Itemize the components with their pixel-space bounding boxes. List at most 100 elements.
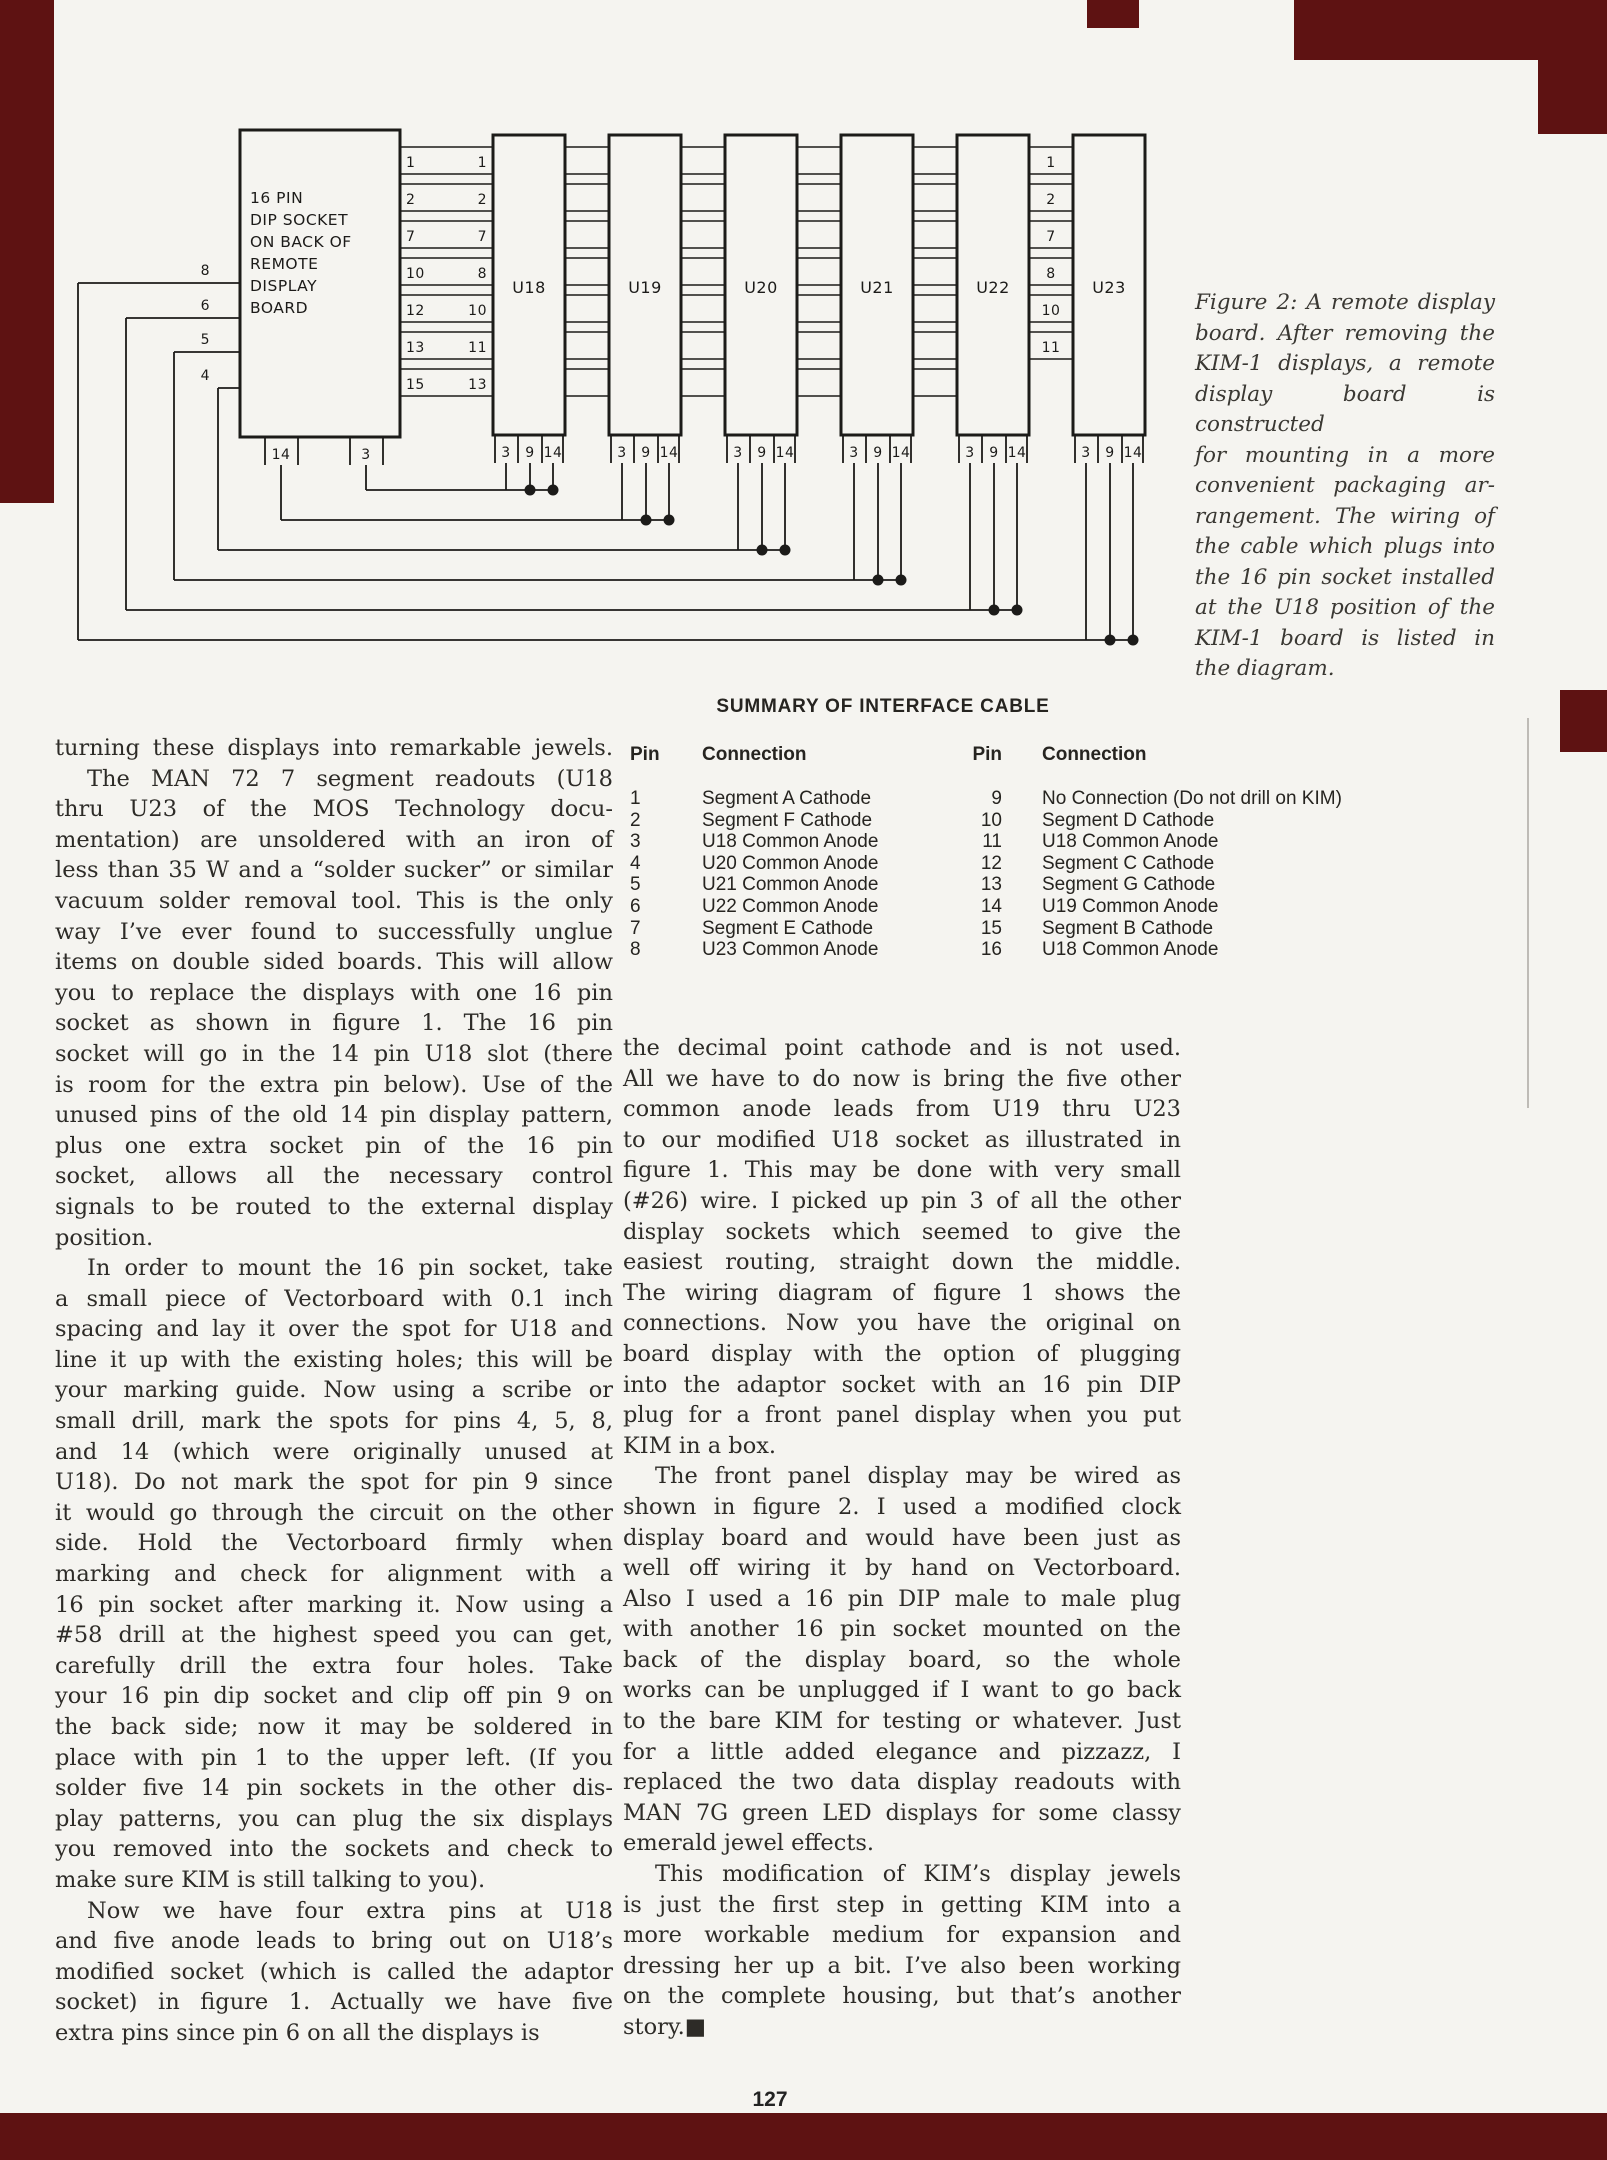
text-line: items on double sided boards. This will …	[55, 949, 613, 976]
pin-label: 9	[873, 445, 882, 461]
caption-line: Figure 2: A remote display	[1195, 290, 1495, 315]
socket-label: 16 PIN	[250, 189, 303, 207]
connection-label: Segment B Cathode	[1042, 917, 1214, 939]
chip-label: U23	[1092, 278, 1126, 297]
text-line: Now we have four extra pins at U18	[87, 1897, 613, 1924]
pin-label: 2	[478, 192, 487, 208]
pin-label: 2	[1046, 192, 1055, 208]
pin-label: 5	[201, 332, 210, 348]
connection-label: U18 Common Anode	[1042, 939, 1219, 961]
text-line: MAN 7G green LED displays for some class…	[623, 1799, 1181, 1826]
chip-label: U18	[512, 278, 546, 297]
pin-label: 14	[892, 445, 911, 461]
text-line: well off wiring it by hand on Vectorboar…	[623, 1555, 1181, 1582]
table-title: SUMMARY OF INTERFACE CABLE	[716, 696, 1050, 717]
text-line: your marking guide. Now using a scribe o…	[55, 1377, 613, 1404]
pin-number: 11	[982, 831, 1002, 853]
scan-artifact-bottom-bar	[0, 2113, 1607, 2160]
text-line: socket) in figure 1. Actually we have fi…	[55, 1989, 613, 2016]
junction-dot	[872, 574, 884, 586]
pin-label: 7	[406, 229, 415, 245]
pin-label: 3	[733, 445, 742, 461]
caption-line: board. After removing the	[1195, 320, 1495, 346]
text-line: figure 1. This may be done with very sma…	[623, 1157, 1181, 1184]
text-line: with another 16 pin socket mounted on th…	[623, 1616, 1181, 1643]
pin-label: 4	[201, 368, 210, 384]
chip-label: U19	[628, 278, 662, 297]
text-line: on the complete housing, but that’s anot…	[623, 1983, 1181, 2010]
pin-number: 13	[980, 874, 1002, 896]
col-header-pin-left: Pin	[630, 744, 660, 765]
text-line: solder five 14 pin sockets in the other …	[55, 1775, 613, 1802]
pin-label: 11	[1042, 340, 1061, 356]
paragraph: This modification of KIM’s display jewel…	[623, 1859, 1181, 2043]
junction-dot	[547, 484, 559, 496]
pin-label: 7	[1046, 229, 1055, 245]
caption-line: rangement. The wiring of	[1195, 503, 1495, 529]
text-line: and 14 (which were originally unused at	[55, 1438, 613, 1465]
pin-number: 12	[980, 852, 1002, 874]
paragraph: turning these displays into remarkable j…	[55, 733, 613, 764]
pin-number: 6	[630, 896, 641, 917]
socket-label: DIP SOCKET	[250, 211, 348, 229]
connection-label: U22 Common Anode	[702, 896, 879, 917]
pin-number: 8	[630, 939, 641, 961]
pin-label: 14	[544, 445, 563, 461]
text-line: connections. Now you have the original o…	[623, 1310, 1181, 1337]
text-line: display sockets which seemed to give the	[623, 1218, 1181, 1245]
pin-number: 5	[630, 874, 641, 896]
text-line: socket as shown in figure 1. The 16 pin	[55, 1010, 613, 1037]
pin-number: 1	[630, 788, 641, 809]
pin-label: 9	[1105, 445, 1114, 461]
text-line: thru U23 of the MOS Technology docu-	[55, 796, 613, 823]
text-line: display board and would have been just a…	[623, 1524, 1181, 1551]
paragraph: the decimal point cathode and is not use…	[623, 1033, 1181, 1461]
socket-label: DISPLAY	[250, 277, 317, 295]
text-line: and five anode leads to bring out on U18…	[55, 1928, 613, 1955]
pin-label: 3	[501, 445, 510, 461]
pin-label: 9	[757, 445, 766, 461]
connection-label: Segment A Cathode	[702, 788, 872, 809]
pin-label: 8	[201, 263, 210, 279]
text-line: to our modified U18 socket as illustrate…	[623, 1126, 1181, 1153]
text-line: socket, allows all the necessary control	[55, 1163, 613, 1190]
pin-label: 3	[965, 445, 974, 461]
junction-dot	[1011, 604, 1023, 616]
text-line: #58 drill at the highest speed you can g…	[55, 1622, 613, 1649]
caption-line: the 16 pin socket installed	[1195, 564, 1495, 590]
text-line: easiest routing, straight down the middl…	[623, 1249, 1181, 1276]
text-line: This modification of KIM’s display jewel…	[655, 1861, 1181, 1888]
scan-artifact-top-band	[1294, 0, 1607, 60]
pin-label: 8	[1046, 266, 1055, 282]
socket-label: REMOTE	[250, 255, 318, 273]
text-line: dressing her up a bit. I’ve also been wo…	[623, 1952, 1181, 1979]
figure-caption: Figure 2: A remote display board. After r…	[1195, 288, 1495, 685]
pin-label: 9	[525, 445, 534, 461]
connection-label: U20 Common Anode	[702, 852, 879, 874]
scan-artifact-top-small	[1087, 0, 1139, 28]
pin-label: 14	[272, 447, 291, 463]
scan-artifact-corner-step	[1538, 58, 1607, 134]
text-line: turning these displays into remarkable j…	[55, 735, 613, 761]
text-line: into the adaptor socket with an 16 pin D…	[623, 1371, 1181, 1398]
text-line: it would go through the circuit on the o…	[55, 1499, 613, 1526]
pin-number: 16	[980, 939, 1002, 961]
socket-label: ON BACK OF	[250, 233, 352, 251]
text-line: to the bare KIM for testing or whatever.…	[623, 1708, 1181, 1735]
text-line: for a little added elegance and pizzazz,…	[623, 1738, 1181, 1765]
text-line: place with pin 1 to the upper left. (If …	[55, 1744, 613, 1771]
text-line: mentation) are unsoldered with an iron o…	[55, 826, 613, 853]
text-line: small drill, mark the spots for pins 4, …	[55, 1408, 613, 1435]
caption-line: KIM-1 displays, a remote	[1195, 351, 1495, 376]
text-line: works can be unplugged if I want to go b…	[623, 1677, 1181, 1704]
text-line: The front panel display may be wired as	[655, 1463, 1181, 1490]
junction-dot	[524, 484, 536, 496]
pin-label: 13	[468, 377, 487, 393]
col-header-connection-left: Connection	[702, 744, 807, 765]
pin-label: 9	[641, 445, 650, 461]
text-line: back of the display board, so the whole	[623, 1646, 1181, 1673]
text-line: common anode leads from U19 thru U23	[623, 1096, 1181, 1123]
